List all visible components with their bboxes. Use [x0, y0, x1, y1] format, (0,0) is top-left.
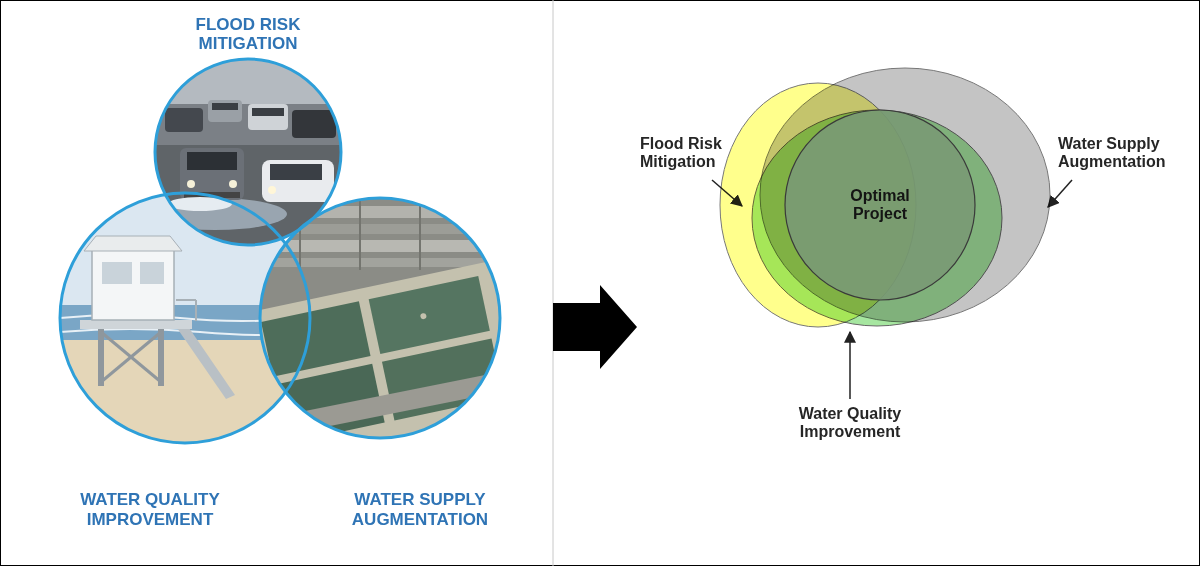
flooded-street-photo	[212, 103, 238, 110]
photo-circle-outline	[60, 193, 310, 443]
photo-circle: WATER QUALITY IMPROVEMENT	[60, 193, 310, 443]
center-label: Optimal Project	[835, 187, 925, 224]
circle-label: WATER QUALITY IMPROVEMENT	[63, 490, 238, 529]
beach-photo	[177, 322, 235, 399]
beach-photo	[176, 299, 196, 301]
divider-line	[553, 0, 554, 566]
beach-photo	[158, 328, 164, 386]
spreading-grounds-photo	[369, 276, 490, 354]
flooded-street-photo	[292, 110, 336, 138]
venn-label: Water Quality Improvement	[775, 405, 925, 442]
spreading-grounds-photo	[227, 255, 558, 493]
flooded-street-photo	[165, 108, 203, 132]
photo-circle-outline	[260, 198, 500, 438]
flooded-street-photo	[270, 164, 322, 180]
circle-label: WATER SUPPLY AUGMENTATION	[325, 490, 515, 529]
photo-circle-outline	[60, 193, 310, 443]
flooded-street-photo	[208, 100, 242, 122]
beach-photo	[80, 320, 192, 329]
spreading-grounds-photo	[227, 198, 558, 493]
spreading-grounds-photo	[359, 198, 361, 270]
venn-label: Flood Risk Mitigation	[640, 135, 735, 172]
block-arrow	[553, 285, 637, 369]
circle-label: FLOOD RISK MITIGATION	[178, 15, 318, 54]
spreading-grounds-photo	[261, 301, 370, 377]
flooded-street-photo	[268, 186, 276, 194]
spreading-grounds-photo	[260, 372, 500, 440]
photo-circle-outline	[260, 198, 500, 438]
venn-ellipse-outline	[752, 110, 1002, 326]
spreading-grounds-photo	[419, 198, 421, 270]
beach-photo	[140, 262, 164, 284]
flooded-street-photo	[252, 108, 284, 116]
flooded-street-photo	[155, 59, 341, 104]
flooded-street-photo	[155, 145, 341, 245]
optimal-circle: Optimal Project	[785, 110, 975, 300]
beach-photo	[195, 300, 197, 321]
beach-photo	[101, 332, 161, 382]
optimal-circle-outline	[785, 110, 975, 300]
photo-circle: WATER SUPPLY AUGMENTATION	[260, 198, 500, 438]
beach-photo	[101, 332, 161, 382]
beach-photo	[98, 328, 104, 386]
spreading-grounds-photo	[227, 255, 558, 493]
beach-photo	[102, 262, 132, 284]
leader-arrow	[849, 332, 851, 399]
flooded-street-photo	[143, 59, 341, 245]
flooded-street-photo	[229, 180, 237, 188]
beach-photo	[92, 250, 174, 320]
beach-photo	[84, 236, 182, 251]
spreading-grounds-photo	[420, 313, 427, 320]
flooded-street-photo	[262, 160, 334, 202]
leader-arrow	[1048, 180, 1072, 207]
spreading-grounds-photo	[260, 240, 500, 252]
flooded-street-photo	[187, 152, 237, 170]
flooded-street-photo	[187, 180, 195, 188]
flooded-street-photo	[248, 104, 288, 130]
venn-label: Water Supply Augmentation	[1058, 135, 1183, 172]
flooded-street-photo	[143, 198, 287, 230]
